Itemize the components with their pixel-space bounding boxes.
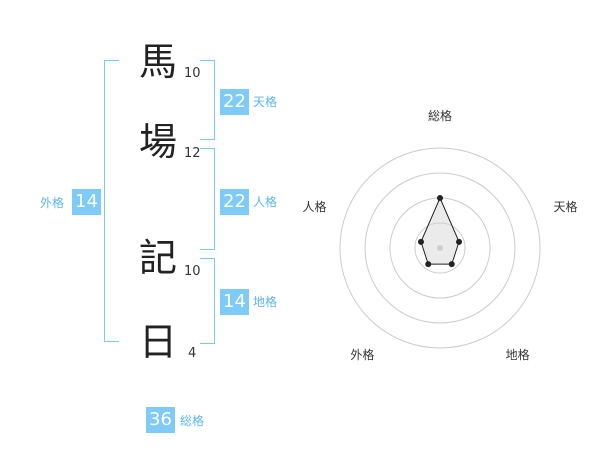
radar-grid-ring — [364, 172, 516, 324]
radar-data-point — [448, 261, 455, 268]
tenkaku-label: 天格 — [253, 95, 278, 109]
stroke-count-4: 4 — [188, 346, 197, 361]
radar-axis-label: 天格 — [554, 199, 578, 214]
radar-axis-label: 総格 — [428, 108, 452, 123]
radar-data-point — [417, 238, 424, 245]
radar-data-point — [456, 238, 463, 245]
gaikaku-value: 14 — [72, 189, 101, 215]
radar-data-point — [437, 195, 443, 201]
radar-data-point — [425, 261, 432, 268]
kanji-3: 記 — [138, 236, 177, 280]
kanji-1: 馬 — [138, 40, 177, 84]
kanji-2: 場 — [138, 120, 177, 164]
chikaku-value: 14 — [220, 289, 249, 315]
jinkaku-bracket — [200, 148, 215, 250]
stroke-count-2: 12 — [184, 146, 201, 161]
radar-axis-label: 人格 — [302, 199, 326, 214]
soukaku-value: 36 — [146, 407, 175, 433]
kanji-4: 日 — [138, 320, 177, 364]
radar-data-polygon — [420, 196, 460, 265]
radar-grid-ring — [414, 222, 466, 274]
gaikaku-bracket — [104, 60, 119, 342]
soukaku-label: 総格 — [180, 414, 205, 428]
radar-center-dot — [437, 245, 443, 251]
jinkaku-label: 人格 — [253, 195, 278, 209]
radar-grid-ring — [339, 147, 541, 349]
radar-axis-label: 地格 — [506, 347, 530, 362]
chikaku-label: 地格 — [253, 295, 278, 309]
stroke-count-1: 10 — [184, 66, 201, 81]
jinkaku-value: 22 — [220, 189, 249, 215]
chikaku-bracket — [200, 258, 215, 344]
tenkaku-bracket — [200, 60, 215, 140]
tenkaku-value: 22 — [220, 89, 249, 115]
radar-axis-label: 外格 — [350, 347, 374, 362]
stroke-count-3: 10 — [184, 264, 201, 279]
gaikaku-label: 外格 — [40, 196, 65, 210]
